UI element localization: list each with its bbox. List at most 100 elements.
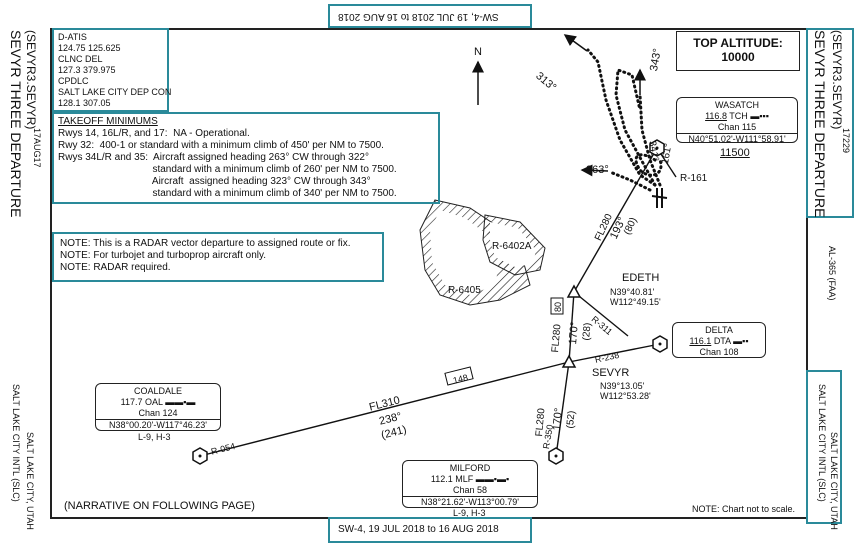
takeoff-line: standard with a minimum climb of 260' pe… (58, 164, 397, 175)
airspace-r6405: R-6405 (448, 285, 481, 296)
fix-edeth-name: EDETH (622, 272, 660, 284)
wasatch-freq: 116.8 (705, 111, 727, 121)
freq-atis-value: 124.75 125.625 (58, 43, 121, 53)
wasatch-chan: Chan 115 (717, 122, 757, 132)
city-left: SALT LAKE CITY, UTAH (25, 432, 35, 530)
coaldale-name: COALDALE (133, 386, 183, 396)
narrative-note: (NARRATIVE ON FOLLOWING PAGE) (64, 500, 255, 512)
notes: NOTE: This is a RADAR vector departure t… (60, 238, 351, 274)
amendment-right: 17229 (841, 128, 851, 154)
fix-sevyr-lat: N39°13.05' (600, 381, 645, 391)
fix-edeth-lat: N39°40.81' (610, 287, 655, 297)
takeoff-minimums: TAKEOFF MINIMUMS Rwys 14, 16L/R, and 17:… (58, 116, 397, 200)
edeth-fix-symbol (566, 284, 582, 298)
airspace-r6402a: R-6402A (492, 241, 532, 252)
amendment-left: 17AUG17 (32, 128, 42, 168)
chart-title-left: SEVYR THREE DEPARTURE (8, 30, 24, 218)
takeoff-line: Aircraft assigned heading 323° CW throug… (58, 176, 371, 187)
coaldale-coords: N38°00.20'-W117°46.23' (96, 419, 220, 431)
frequency-list: D-ATIS 124.75 125.625 CLNC DEL 127.3 379… (58, 32, 171, 109)
procedure-number: AL-365 (FAA) (827, 246, 837, 301)
wasatch-vortac-symbol (649, 139, 665, 157)
radial-r161: R-161 (680, 173, 708, 184)
freq-dep-label: SALT LAKE CITY DEP CON (58, 87, 172, 97)
takeoff-line: Rwys 14, 16L/R, and 17: NA - Operational… (58, 128, 250, 139)
effective-date-bottom-box (328, 517, 532, 543)
airport-name-right: SALT LAKE CITY INTL (SLC) (817, 384, 827, 502)
milford-name: MILFORD (449, 463, 491, 473)
navaid-box-milford: MILFORD 112.1 MLF ▬▬▪▬▪ Chan 58 N38°21.6… (402, 460, 538, 508)
note-line: NOTE: For turbojet and turboprop aircraf… (60, 250, 267, 261)
morse-code-icon: ▬▪▪▪ (750, 111, 769, 121)
scale-note: NOTE: Chart not to scale. (692, 504, 796, 514)
milford-airways: L-9, H-3 (453, 508, 486, 518)
top-altitude-label: TOP ALTITUDE: (693, 36, 783, 50)
navaid-box-delta: DELTA 116.1 DTA ▬▪▪ Chan 108 (672, 322, 766, 358)
notes-box (52, 232, 384, 282)
coaldale-chan: Chan 124 (138, 408, 178, 418)
milford-coords: N38°21.62'-W113°00.79' (403, 496, 537, 508)
delta-vortac-symbol (652, 335, 668, 353)
airway-lines (199, 147, 677, 457)
freq-clnc-label: CLNC DEL (58, 54, 103, 64)
freq-atis-label: D-ATIS (58, 32, 87, 42)
milford-vortac-symbol (548, 447, 564, 465)
effective-date-top: SW-4, 19 JUL 2018 to 16 AUG 2018 (338, 11, 499, 22)
effective-date-top-box (328, 4, 532, 28)
freq-clnc-value: 127.3 379.975 (58, 65, 116, 75)
chart-code-left: (SEVYR3.SEVYR) (24, 30, 38, 130)
restricted-area-r6402a-boundary (430, 210, 500, 295)
route-dist-52: (52) (565, 410, 578, 429)
departure-tracks (586, 48, 663, 192)
milford-freq: 112.1 (430, 474, 453, 484)
sevyr-fix-symbol (561, 354, 577, 368)
mea-80: 80 (553, 301, 563, 312)
north-label: N (474, 46, 482, 58)
takeoff-line: Rwy 32: 400-1 or standard with a minimum… (58, 140, 384, 151)
chart-title-right-box (806, 28, 854, 218)
takeoff-title: TAKEOFF MINIMUMS (58, 116, 158, 127)
top-altitude-box: TOP ALTITUDE: 10000 (676, 31, 800, 71)
effective-date-bottom: SW-4, 19 JUL 2018 to 16 AUG 2018 (338, 524, 499, 535)
airport-name-right-box (806, 370, 842, 524)
delta-freq: 116.1 (689, 336, 712, 346)
hdg-263: 263° (586, 164, 609, 176)
chart-code-right: (SEVYR3.SEVYR) (830, 30, 844, 130)
takeoff-line: Rwys 34L/R and 35: Aircraft assigned hea… (58, 152, 369, 163)
freq-dep-value: 128.1 307.05 (58, 98, 111, 108)
morse-code-icon: ▬▪▪ (733, 336, 749, 346)
wasatch-mea: 11500 (720, 147, 750, 159)
navaid-box-coaldale: COALDALE 117.7 OAL ▬▬▪▬ Chan 124 N38°00.… (95, 383, 221, 431)
airport-slc (651, 188, 668, 208)
delta-ident: DTA (713, 336, 731, 346)
wasatch-coords: N40°51.02'-W111°58.91' (677, 133, 797, 145)
fix-edeth-lon: W112°49.15' (610, 297, 661, 307)
morse-code-icon: ▬▬▪▬▪ (475, 474, 510, 484)
freq-cpdlc-label: CPDLC (58, 76, 89, 86)
frequency-box (52, 28, 169, 112)
route-fl280-b: FL280 (550, 323, 564, 353)
delta-chan: Chan 108 (699, 347, 739, 357)
city-right: SALT LAKE CITY, UTAH (829, 432, 839, 530)
fix-sevyr-name: SEVYR (592, 367, 630, 379)
route-crs-170a: 170° (567, 321, 581, 346)
takeoff-line: standard with a minimum climb of 340' pe… (58, 188, 397, 199)
milford-chan: Chan 58 (452, 485, 488, 495)
milford-ident: MLF (455, 474, 474, 484)
note-line: NOTE: RADAR required. (60, 262, 171, 273)
takeoff-minimums-box (52, 112, 440, 204)
coaldale-vortac-symbol (192, 447, 208, 465)
airport-name-left: SALT LAKE CITY INTL (SLC) (11, 384, 21, 502)
wasatch-name: WASATCH (715, 100, 759, 110)
wasatch-ident: TCH (729, 111, 748, 121)
note-line: NOTE: This is a RADAR vector departure t… (60, 238, 351, 249)
navaid-box-wasatch: WASATCH 116.8 TCH ▬▪▪▪ Chan 115 N40°51.0… (676, 97, 798, 145)
top-altitude-value: 10000 (721, 50, 755, 64)
route-dist-28: (28) (581, 322, 594, 341)
delta-name: DELTA (705, 325, 733, 335)
chart-title-right: SEVYR THREE DEPARTURE (812, 30, 828, 218)
morse-code-icon: ▬▬▪▬ (165, 397, 196, 407)
fix-sevyr-lon: W112°53.28' (600, 391, 651, 401)
